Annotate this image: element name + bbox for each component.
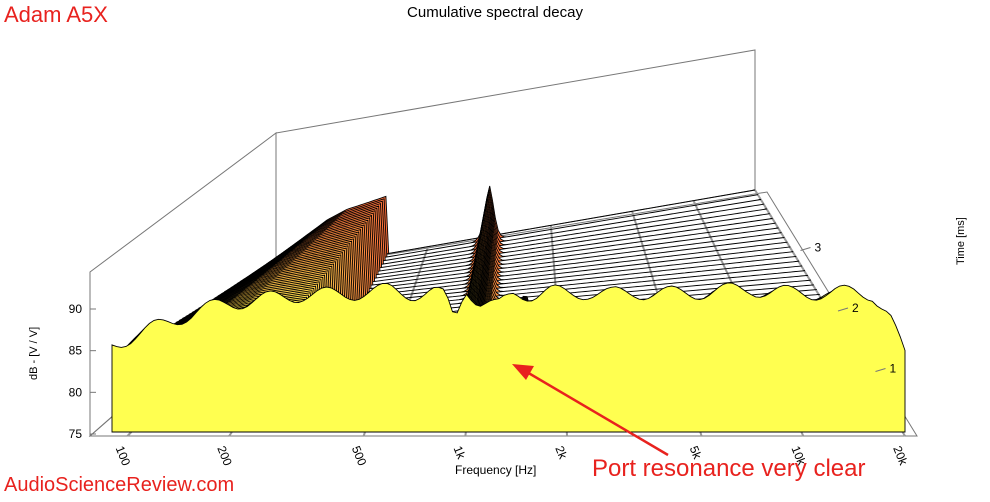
- z-tick-label: 1: [890, 362, 897, 376]
- x-tick-label: 200: [214, 444, 235, 468]
- annotation-arrow: [512, 364, 669, 457]
- x-tick-label: 500: [349, 444, 370, 468]
- y-tick-label: 85: [69, 344, 83, 358]
- x-tick-label: 1k: [451, 444, 469, 462]
- y-axis-label: dB - [V / V]: [28, 326, 40, 380]
- brand-title: Adam A5X: [4, 2, 108, 27]
- x-axis-label: Frequency [Hz]: [455, 463, 537, 477]
- x-tick-label: 20k: [890, 444, 911, 468]
- y-tick-label: 75: [69, 427, 83, 441]
- x-tick-label: 100: [113, 444, 134, 468]
- arrow-head: [512, 364, 534, 380]
- annotation-text: Port resonance very clear: [592, 455, 866, 482]
- site-watermark: AudioScienceReview.com: [4, 474, 235, 496]
- z-tick-label: 3: [815, 241, 822, 255]
- z-axis-label: Time [ms]: [955, 217, 967, 265]
- decay-slice: [111, 282, 906, 433]
- x-tick-label: 2k: [552, 444, 570, 462]
- x-tick-label: 5k: [687, 444, 705, 462]
- decay-slices: [111, 185, 906, 433]
- chart-title: Cumulative spectral decay: [407, 4, 583, 21]
- z-tick: [800, 247, 811, 251]
- y-tick-label: 90: [69, 302, 83, 316]
- z-tick: [837, 307, 849, 312]
- z-tick: [875, 368, 886, 372]
- y-tick-label: 80: [69, 385, 83, 399]
- decay-slice: [275, 189, 756, 274]
- arrow-shaft: [519, 366, 669, 457]
- z-tick-label: 2: [852, 301, 859, 315]
